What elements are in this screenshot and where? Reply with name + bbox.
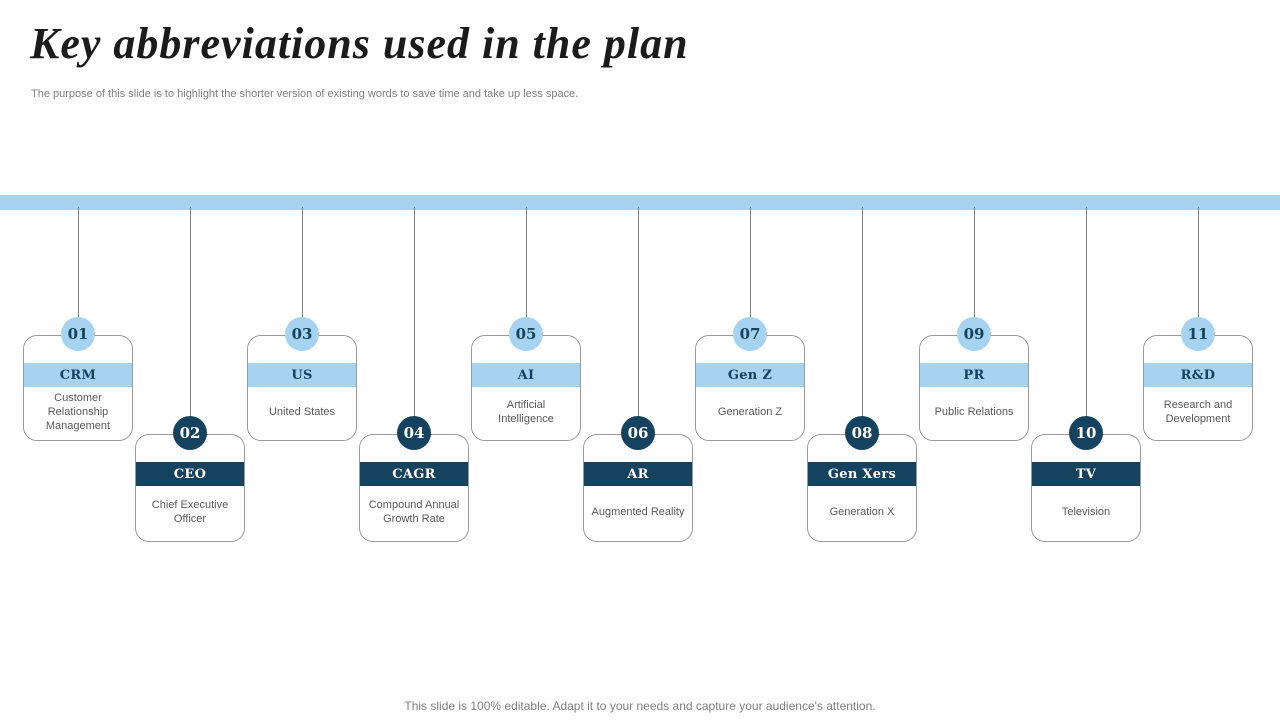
number-label: 05 [515, 325, 537, 343]
connector-line [974, 207, 975, 327]
number-badge: 02 [173, 416, 207, 450]
full-form-text: Television [1061, 505, 1111, 518]
abbreviation-card: CAGR Compound Annual Growth Rate [359, 434, 469, 542]
full-form-text: Compound Annual Growth Rate [368, 498, 460, 525]
abbreviation-card: AR Augmented Reality [583, 434, 693, 542]
full-form-text: Artificial Intelligence [498, 398, 554, 425]
slide-subtitle: The purpose of this slide is to highligh… [31, 88, 579, 100]
number-badge: 04 [397, 416, 431, 450]
connector-line [638, 207, 639, 425]
abbreviation-card: US United States [247, 335, 357, 441]
abbreviation-label: US [291, 367, 313, 383]
full-form-text: Customer Relationship Management [45, 391, 111, 432]
number-badge: 01 [61, 317, 95, 351]
abbreviation-header: US [248, 363, 356, 387]
connector-line [1086, 207, 1087, 425]
number-label: 03 [291, 325, 313, 343]
abbreviation-card: Gen Xers Generation X [807, 434, 917, 542]
abbreviation-header: AR [584, 462, 692, 486]
abbreviation-header: PR [920, 363, 1028, 387]
full-form-text: Public Relations [934, 405, 1014, 418]
abbreviation-label: Gen Z [727, 367, 773, 383]
connector-line [190, 207, 191, 425]
abbreviation-card: Gen Z Generation Z [695, 335, 805, 441]
connector-line [750, 207, 751, 327]
number-badge: 11 [1181, 317, 1215, 351]
abbreviation-label: PR [963, 367, 985, 383]
abbreviation-label: TV [1075, 466, 1097, 482]
number-badge: 07 [733, 317, 767, 351]
connector-line [414, 207, 415, 425]
number-badge: 06 [621, 416, 655, 450]
abbreviation-header: AI [472, 363, 580, 387]
number-label: 06 [627, 424, 649, 442]
abbreviation-card: CEO Chief Executive Officer [135, 434, 245, 542]
abbreviation-label: CRM [59, 367, 97, 383]
abbreviation-card: R&D Research and Development [1143, 335, 1253, 441]
number-label: 01 [67, 325, 89, 343]
number-badge: 03 [285, 317, 319, 351]
abbreviation-card: TV Television [1031, 434, 1141, 542]
full-form-text: Chief Executive Officer [151, 498, 229, 525]
connector-line [1198, 207, 1199, 327]
abbreviation-header: CEO [136, 462, 244, 486]
number-badge: 09 [957, 317, 991, 351]
abbreviation-header: CAGR [360, 462, 468, 486]
abbreviation-card: PR Public Relations [919, 335, 1029, 441]
full-form-text: Generation Z [717, 405, 783, 418]
abbreviation-card: CRM Customer Relationship Management [23, 335, 133, 441]
abbreviation-header: CRM [24, 363, 132, 387]
abbreviation-card: AI Artificial Intelligence [471, 335, 581, 441]
abbreviation-header: Gen Xers [808, 462, 916, 486]
abbreviation-label: R&D [1180, 367, 1216, 383]
number-badge: 10 [1069, 416, 1103, 450]
abbreviation-label: AI [517, 367, 535, 383]
number-label: 11 [1187, 325, 1209, 343]
abbreviation-label: AR [627, 466, 649, 482]
number-label: 04 [403, 424, 425, 442]
number-label: 02 [179, 424, 201, 442]
full-form-text: Generation X [829, 505, 895, 518]
connector-line [862, 207, 863, 425]
abbreviation-header: Gen Z [696, 363, 804, 387]
number-label: 09 [963, 325, 985, 343]
page-title: Key abbreviations used in the plan [30, 19, 689, 68]
abbreviation-header: TV [1032, 462, 1140, 486]
number-badge: 08 [845, 416, 879, 450]
connector-line [302, 207, 303, 327]
abbreviation-label: CAGR [392, 466, 436, 482]
connector-line [78, 207, 79, 327]
connector-line [526, 207, 527, 327]
full-form-text: Research and Development [1163, 398, 1233, 425]
abbreviation-header: R&D [1144, 363, 1252, 387]
full-form-text: United States [268, 405, 336, 418]
footer-note: This slide is 100% editable. Adapt it to… [404, 699, 876, 713]
abbreviation-label: CEO [173, 466, 207, 482]
number-label: 10 [1075, 424, 1097, 442]
timeline-bar [0, 195, 1280, 210]
number-badge: 05 [509, 317, 543, 351]
number-label: 08 [851, 424, 873, 442]
full-form-text: Augmented Reality [591, 505, 685, 518]
abbreviation-label: Gen Xers [827, 466, 897, 482]
number-label: 07 [739, 325, 761, 343]
